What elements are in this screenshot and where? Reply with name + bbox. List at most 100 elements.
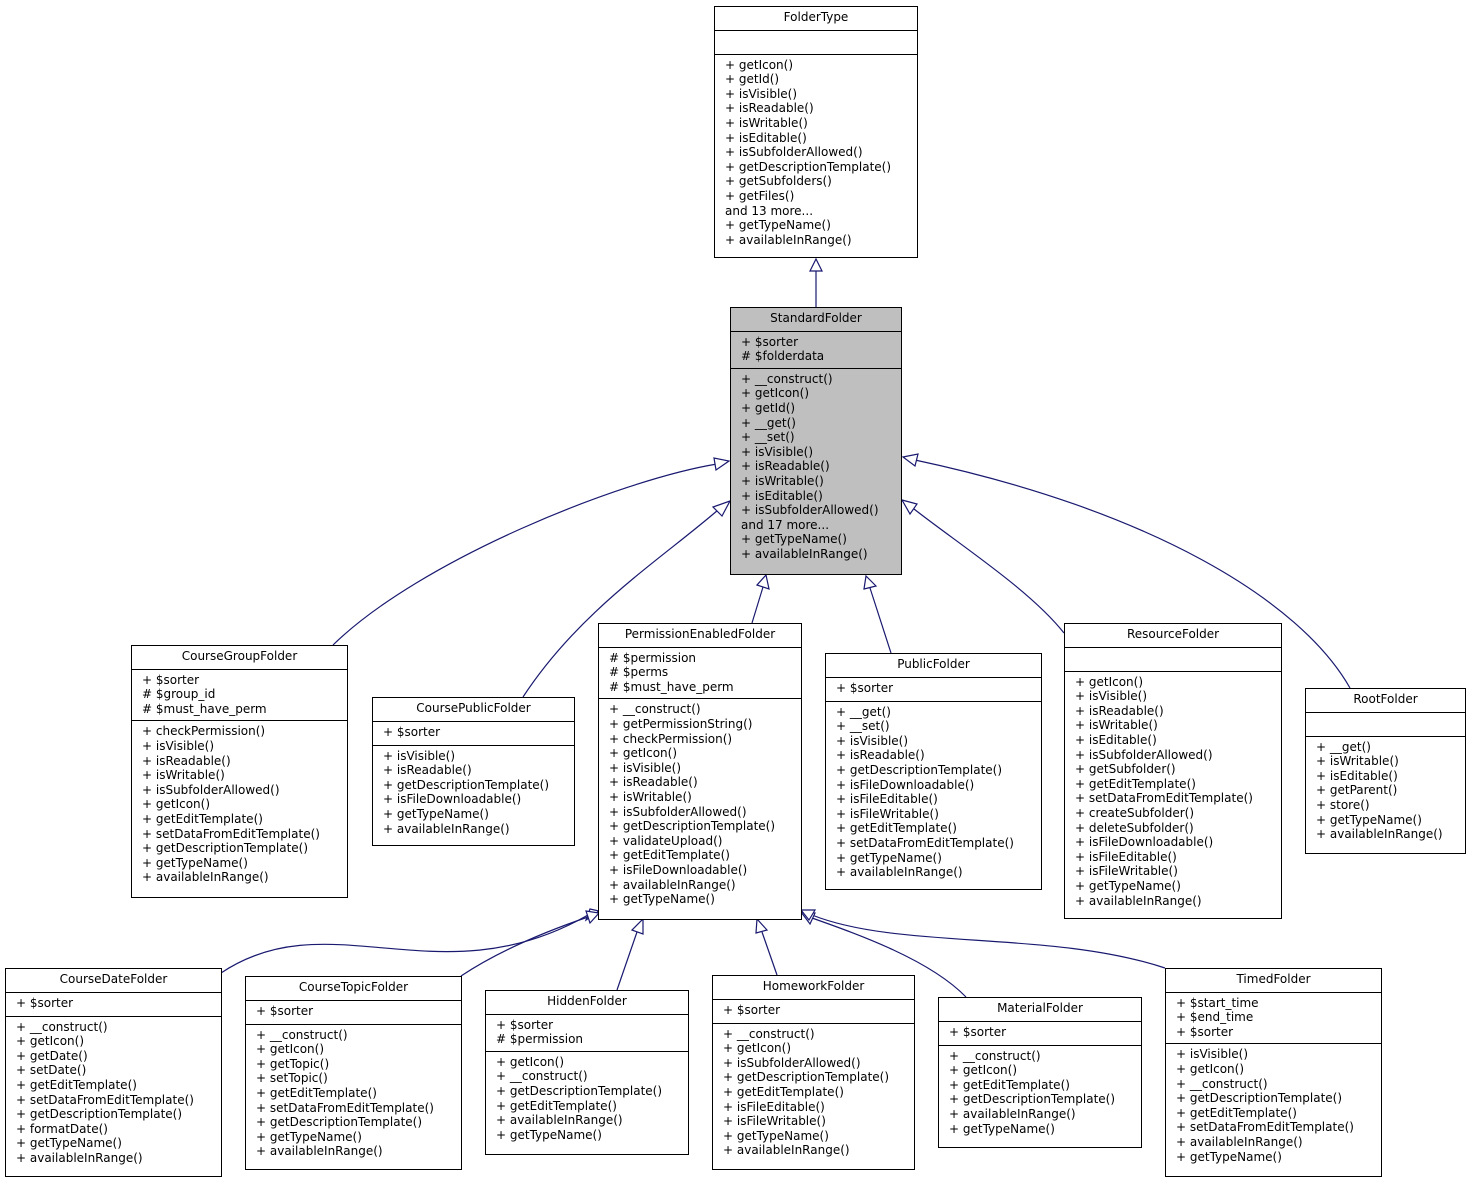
method-line: + availableInRange() (949, 1106, 1076, 1121)
method-line: + __construct() (949, 1048, 1041, 1063)
attribute-line: + $sorter (949, 1024, 1007, 1039)
method-line: + __get() (741, 415, 796, 430)
method-line: + getTopic() (256, 1056, 330, 1071)
attribute-line: # $must_have_perm (142, 701, 267, 716)
attribute-line: + $sorter (1176, 1024, 1234, 1039)
class-rootfolder[interactable]: RootFolder + __get()+ isWritable()+ isEdi… (1305, 688, 1466, 854)
method-line: + getSubfolder() (1075, 762, 1176, 777)
method-line: + __get() (836, 704, 891, 719)
class-timedfolder[interactable]: TimedFolder + $start_time+ $end_time+ $so… (1165, 968, 1382, 1177)
method-line: + isWritable() (1316, 754, 1399, 769)
methods-section: + __construct()+ getPermissionString()+ … (599, 699, 801, 910)
method-line: + isFileWritable() (723, 1114, 826, 1129)
class-resourcefolder[interactable]: ResourceFolder+ getIcon()+ isVisible()+ … (1064, 623, 1282, 919)
class-hiddenfolder[interactable]: HiddenFolder+ $sorter# $permission+ getI… (485, 990, 689, 1155)
method-line: + getTypeName() (1075, 878, 1181, 893)
method-line: + __construct() (609, 702, 701, 717)
methods-section: + __construct()+ getIcon()+ getEditTempl… (939, 1046, 1141, 1141)
arrowhead-coursetopicfolder-permissionenabledfolder (585, 910, 601, 925)
method-line: + availableInRange() (496, 1113, 623, 1128)
method-line: + checkPermission() (609, 731, 733, 746)
method-line: + getIcon() (949, 1063, 1018, 1078)
method-line: + availableInRange() (383, 821, 510, 836)
method-line: + getDate() (16, 1048, 88, 1063)
method-line: + isVisible() (609, 760, 682, 775)
class-name: RootFolder (1306, 689, 1465, 713)
attribute-line: + $end_time (1176, 1010, 1254, 1025)
attribute-line: + $start_time (1176, 995, 1259, 1010)
class-name: StandardFolder (731, 308, 901, 332)
method-line: + isVisible() (1075, 689, 1148, 704)
class-name: HiddenFolder (486, 991, 688, 1015)
method-line: + getTypeName() (609, 892, 715, 907)
method-line: + getEditTemplate() (723, 1084, 844, 1099)
method-line: + getTypeName() (725, 218, 831, 233)
attribute-line: + $sorter (256, 1003, 314, 1018)
class-coursedatefolder[interactable]: CourseDateFolder+ $sorter+ __construct()… (5, 968, 222, 1177)
methods-section: + getIcon()+ isVisible()+ isReadable()+ … (1065, 672, 1281, 913)
attribute-line: # $permission (496, 1032, 584, 1047)
method-line: + __get() (1316, 739, 1371, 754)
method-line: + isVisible() (383, 748, 456, 763)
method-line: + getIcon() (741, 386, 810, 401)
attributes-section: + $sorter# $folderdata (731, 332, 901, 369)
method-line: + validateUpload() (609, 833, 723, 848)
class-permissionenabledfolder[interactable]: PermissionEnabledFolder# $permission# $p… (598, 623, 802, 920)
method-line: + getEditTemplate() (496, 1098, 617, 1113)
method-line: + setDataFromEditTemplate() (836, 835, 1014, 850)
class-publicfolder[interactable]: PublicFolder+ $sorter+ __get()+ __set()+… (825, 653, 1042, 890)
method-line: + getDescriptionTemplate() (496, 1083, 663, 1098)
method-line: + isVisible() (836, 733, 909, 748)
method-line: + getTypeName() (256, 1129, 362, 1144)
methods-section: + __construct()+ getIcon()+ getDate()+ s… (6, 1017, 221, 1170)
attribute-line: + $sorter (496, 1017, 554, 1032)
method-line: + isFileWritable() (1075, 864, 1178, 879)
method-line: + getTypeName() (949, 1121, 1055, 1136)
method-line: + getDescriptionTemplate() (256, 1115, 423, 1130)
methods-section: + isVisible()+ getIcon()+ __construct()+… (1166, 1044, 1381, 1168)
class-coursetopicfolder[interactable]: CourseTopicFolder+ $sorter+ __construct(… (245, 976, 462, 1170)
method-line: + isEditable() (725, 130, 807, 145)
method-line: + availableInRange() (16, 1150, 143, 1165)
attributes-section: + $sorter# $permission (486, 1015, 688, 1052)
method-line: + getIcon() (256, 1042, 325, 1057)
method-line: + isWritable() (609, 789, 692, 804)
arrowhead-hiddenfolder-permissionenabledfolder (630, 917, 644, 935)
attributes-section (1065, 648, 1281, 672)
method-line: + getEditTemplate() (836, 821, 957, 836)
method-line: + availableInRange() (1316, 827, 1443, 842)
method-line: + availableInRange() (609, 877, 736, 892)
edge-homeworkfolder-permissionenabledfolder (761, 931, 778, 976)
class-coursepublicfolder[interactable]: CoursePublicFolder+ $sorter+ isVisible()… (372, 697, 575, 846)
method-line: + getIcon() (725, 57, 794, 72)
method-line: + isVisible() (725, 86, 798, 101)
method-line: + getDescriptionTemplate() (725, 159, 892, 174)
method-line: + isVisible() (142, 738, 215, 753)
method-line: + setDataFromEditTemplate() (1176, 1120, 1354, 1135)
methods-section: + __get()+ isWritable()+ isEditable()+ g… (1306, 737, 1465, 846)
arrowhead-homeworkfolder-permissionenabledfolder (755, 917, 769, 934)
method-line: + getId() (741, 400, 796, 415)
class-coursegroupfolder[interactable]: CourseGroupFolder+ $sorter# $group_id# $… (131, 645, 348, 898)
method-line: + isSubfolderAllowed() (1075, 747, 1213, 762)
class-foldertype[interactable]: FolderType+ getIcon()+ getId()+ isVisibl… (714, 6, 918, 258)
class-name: TimedFolder (1166, 969, 1381, 993)
class-materialfolder[interactable]: MaterialFolder+ $sorter+ __construct()+ … (938, 997, 1142, 1148)
methods-section: + getIcon()+ __construct()+ getDescripti… (486, 1052, 688, 1147)
class-name: CoursePublicFolder (373, 698, 574, 722)
method-line: + isReadable() (836, 748, 925, 763)
method-line: + __construct() (1176, 1076, 1268, 1091)
edge-coursegroupfolder-standardfolder (332, 463, 718, 646)
class-homeworkfolder[interactable]: HomeworkFolder+ $sorter+ __construct()+ … (712, 975, 915, 1170)
edge-resourcefolder-standardfolder (913, 508, 1065, 634)
method-line: + isSubfolderAllowed() (142, 782, 280, 797)
edge-coursepublicfolder-standardfolder (522, 509, 719, 698)
methods-section: + isVisible()+ isReadable()+ getDescript… (373, 746, 574, 841)
class-standardfolder[interactable]: StandardFolder+ $sorter# $folderdata + __… (730, 307, 902, 575)
method-line: + __construct() (723, 1026, 815, 1041)
method-line: + isFileEditable() (836, 792, 938, 807)
method-line: + isFileWritable() (836, 806, 939, 821)
edge-timedfolder-permissionenabledfolder (811, 914, 1166, 969)
method-line: + deleteSubfolder() (1075, 820, 1194, 835)
